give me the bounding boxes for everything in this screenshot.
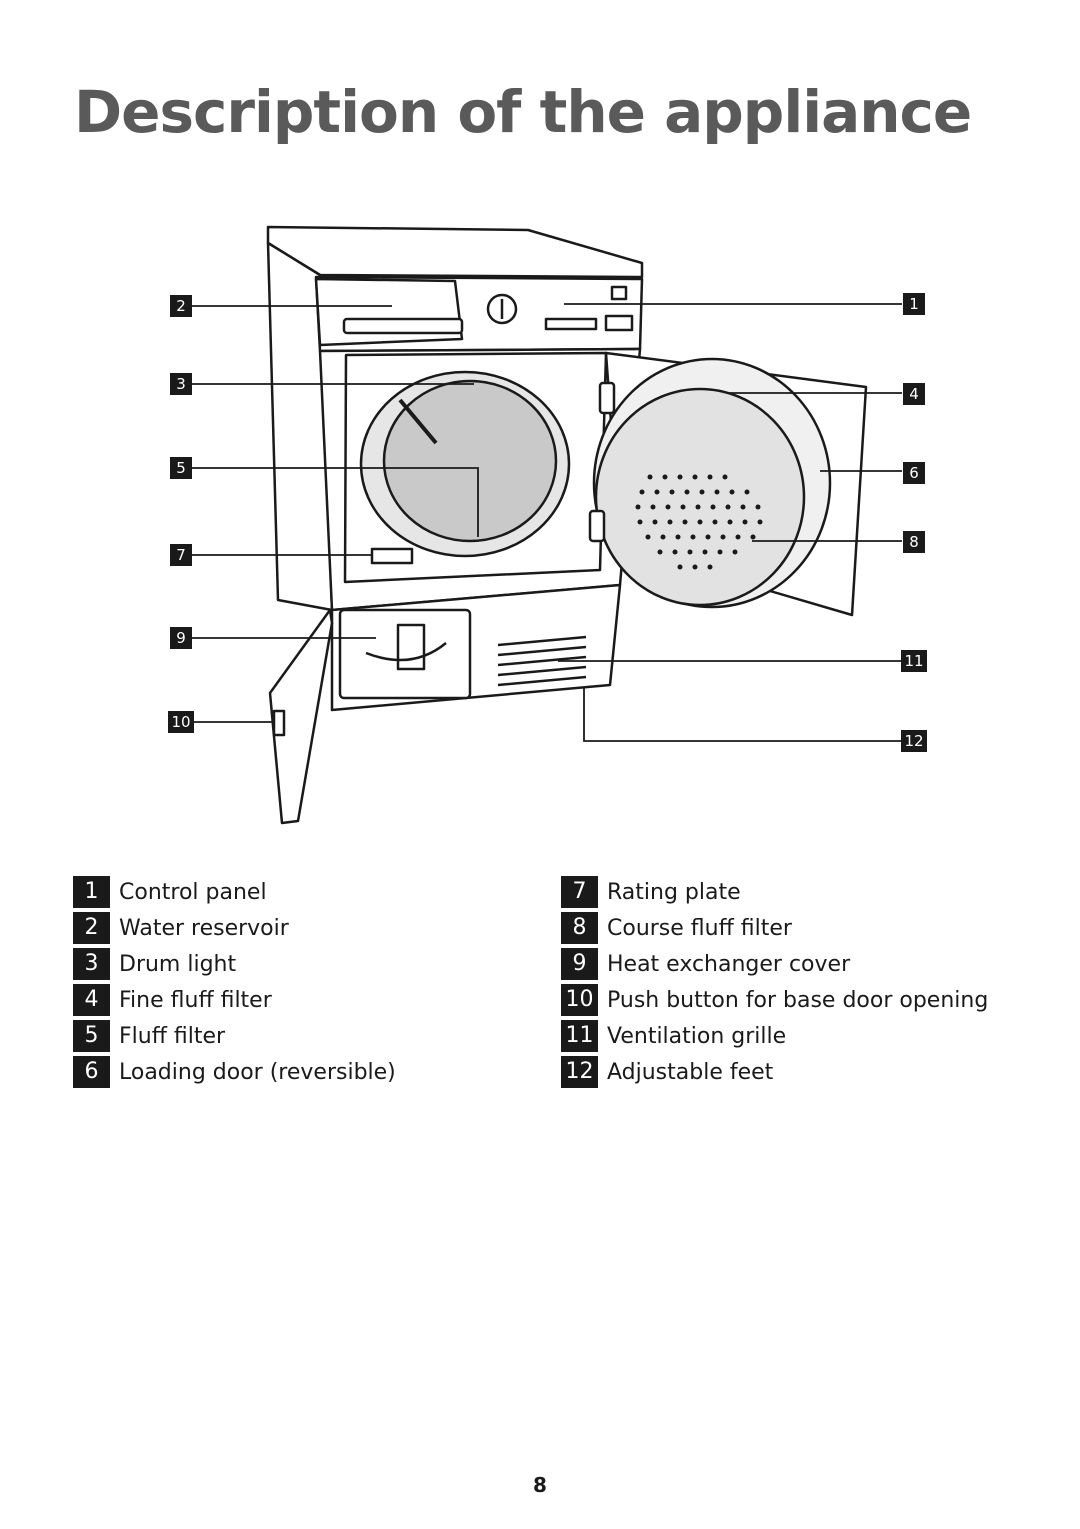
legend-number: 10 — [561, 984, 598, 1016]
legend-item: 9 Heat exchanger cover — [561, 946, 988, 982]
legend-item: 11 Ventilation grille — [561, 1018, 988, 1054]
legend-label: Loading door (reversible) — [119, 1059, 396, 1085]
legend-item: 2 Water reservoir — [73, 910, 396, 946]
legend-item: 1 Control panel — [73, 874, 396, 910]
legend-number: 5 — [73, 1020, 110, 1052]
legend-label: Control panel — [119, 879, 267, 905]
legend-number: 12 — [561, 1056, 598, 1088]
callout-9: 9 — [170, 627, 192, 649]
callout-8: 8 — [903, 531, 925, 553]
callout-3: 3 — [170, 373, 192, 395]
callout-1: 1 — [903, 293, 925, 315]
legend-number: 9 — [561, 948, 598, 980]
callout-7: 7 — [170, 544, 192, 566]
legend-label: Course fluff filter — [607, 915, 792, 941]
callout-12: 12 — [901, 730, 927, 752]
legend-label: Fine fluff filter — [119, 987, 272, 1013]
legend-number: 7 — [561, 876, 598, 908]
legend-item: 5 Fluff filter — [73, 1018, 396, 1054]
legend-number: 3 — [73, 948, 110, 980]
dryer-illustration — [192, 225, 902, 825]
legend-item: 8 Course fluff filter — [561, 910, 988, 946]
callout-6: 6 — [903, 462, 925, 484]
legend-item: 12 Adjustable feet — [561, 1054, 988, 1090]
appliance-diagram: 1 2 3 4 5 6 7 8 9 10 11 12 — [0, 215, 1080, 835]
callout-4: 4 — [903, 383, 925, 405]
legend-left: 1 Control panel 2 Water reservoir 3 Drum li… — [73, 874, 396, 1090]
legend-label: Heat exchanger cover — [607, 951, 851, 977]
legend-item: 7 Rating plate — [561, 874, 988, 910]
callout-11: 11 — [901, 650, 927, 672]
legend-label: Ventilation grille — [607, 1023, 787, 1049]
legend-number: 11 — [561, 1020, 598, 1052]
legend-number: 8 — [561, 912, 598, 944]
legend-number: 6 — [73, 1056, 110, 1088]
legend-number: 4 — [73, 984, 110, 1016]
legend-label: Push button for base door opening — [607, 987, 989, 1013]
legend-number: 2 — [73, 912, 110, 944]
legend-item: 3 Drum light — [73, 946, 396, 982]
legend-label: Adjustable feet — [607, 1059, 774, 1085]
legend-label: Drum light — [119, 951, 237, 977]
callout-2: 2 — [170, 295, 192, 317]
legend-right: 7 Rating plate 8 Course fluff filter 9 Heat… — [561, 874, 988, 1090]
legend-label: Rating plate — [607, 879, 741, 905]
callout-10: 10 — [168, 711, 194, 733]
legend-item: 10 Push button for base door opening — [561, 982, 988, 1018]
legend-label: Water reservoir — [119, 915, 289, 941]
legend-item: 6 Loading door (reversible) — [73, 1054, 396, 1090]
callout-5: 5 — [170, 457, 192, 479]
legend-label: Fluff filter — [119, 1023, 226, 1049]
legend-number: 1 — [73, 876, 110, 908]
legend-item: 4 Fine fluff filter — [73, 982, 396, 1018]
page-number: 8 — [533, 1473, 547, 1497]
page-title: Description of the appliance — [74, 78, 972, 146]
